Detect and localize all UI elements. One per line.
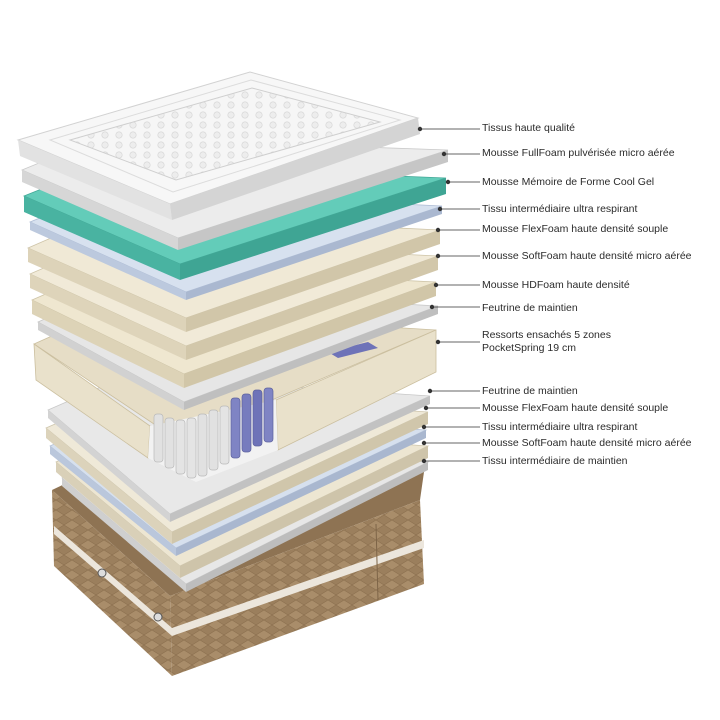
label-layer-2: Mousse FullFoam pulvérisée micro aérée [482,147,675,159]
leader-dot-5 [435,227,441,233]
cover-side [170,118,420,220]
top-quilted-cover [16,71,420,220]
leader-dot-10 [427,388,433,394]
label-layer-12: Tissu intermédiaire ultra respirant [482,421,638,433]
leader-dot-13 [421,440,427,446]
cover-border-stitch [48,79,402,193]
label-layer-11: Mousse FlexFoam haute densité souple [482,402,669,414]
label-layer-3: Mousse Mémoire de Forme Cool Gel [482,176,655,188]
cover-quilt-panel [68,87,382,181]
label-layer-7: Mousse HDFoam haute densité [482,279,630,291]
leader-dot-6 [435,253,441,259]
label-layer-14: Tissu intermédiaire de maintien [482,455,628,467]
spring-coils [153,387,274,479]
label-layer-1: Tissus haute qualité [482,122,575,134]
leader-dot-8 [429,304,435,310]
leader-dot-11 [423,405,429,411]
label-layer-4: Tissu intermédiaire ultra respirant [482,203,638,215]
label-layer-5: Mousse FlexFoam haute densité souple [482,223,669,235]
vent-icon-2 [153,612,163,622]
leader-dot-4 [437,206,443,212]
leader-dot-9 [435,339,441,345]
leader-dot-14 [421,458,427,464]
label-layer-9: Ressorts ensachés 5 zones PocketSpring 1… [482,329,611,354]
label-layer-6: Mousse SoftFoam haute densité micro aéré… [482,250,692,262]
leader-dot-2 [441,151,447,157]
label-layer-13: Mousse SoftFoam haute densité micro aéré… [482,437,692,449]
leader-dot-12 [421,424,427,430]
label-layer-10: Feutrine de maintien [482,385,578,397]
vent-icon-1 [97,568,107,578]
base-band [54,526,424,636]
spring-top-accent [328,342,378,358]
base-seam [375,523,379,601]
label-layer-8: Feutrine de maintien [482,302,578,314]
leader-lines [417,126,480,464]
cover-front [18,140,172,220]
spring-box-front-right [275,329,437,451]
leader-dot-1 [417,126,423,132]
leader-dot-3 [445,179,451,185]
leader-dot-7 [433,282,439,288]
